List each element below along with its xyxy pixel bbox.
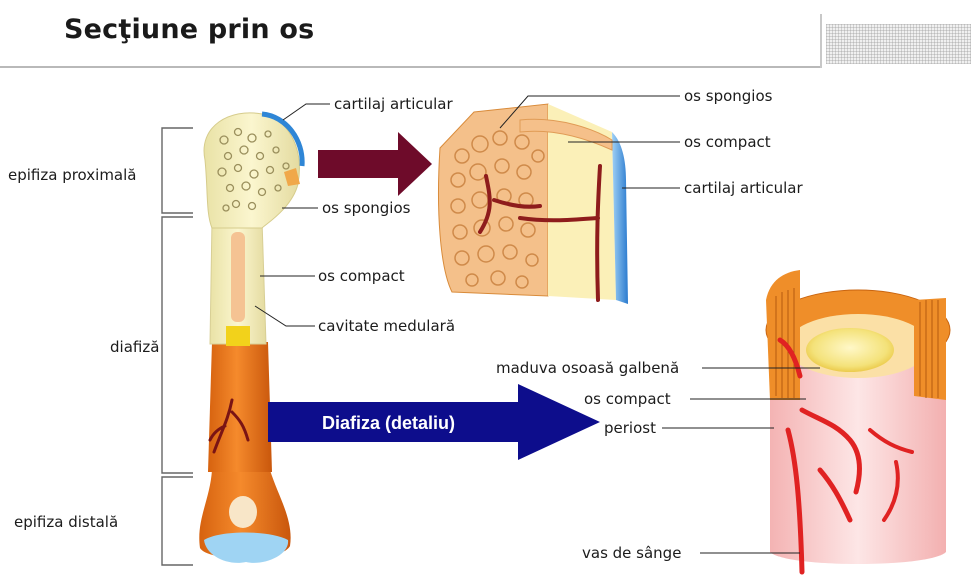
bracket-diafiza: [162, 217, 193, 473]
label-diafiza: diafiză: [110, 338, 159, 356]
spongy-detail: [439, 104, 629, 304]
arrow-label: Diafiza (detaliu): [322, 413, 455, 433]
label-cartilaj-articular-detail: cartilaj articular: [684, 179, 803, 197]
label-os-compact-diafiza: os compact: [584, 390, 671, 408]
distal-cartilage: [204, 533, 288, 563]
long-bone: [199, 113, 302, 563]
label-periost: periost: [604, 419, 656, 437]
label-vas-de-sange: vas de sânge: [582, 544, 681, 562]
label-cartilaj-articular-bone: cartilaj articular: [334, 95, 453, 113]
label-epifiza-proximala: epifiza proximală: [8, 166, 136, 184]
region-brackets: [162, 128, 193, 565]
label-epifiza-distala: epifiza distală: [14, 513, 118, 531]
label-maduva-osoasa: maduva osoasă galbenă: [496, 359, 679, 377]
label-os-compact-bone: os compact: [318, 267, 405, 285]
distal-joint-spot: [229, 496, 257, 528]
label-cavitate-medulara: cavitate medulară: [318, 317, 455, 335]
label-os-spongios-detail: os spongios: [684, 87, 773, 105]
yellow-marrow-detail: [806, 328, 894, 372]
label-os-compact-detail: os compact: [684, 133, 771, 151]
yellow-marrow-bone: [226, 326, 250, 346]
detail-arrow: [318, 132, 432, 196]
bracket-epifiza-distala: [162, 477, 193, 565]
diaphysis-periosteum: [208, 342, 272, 472]
bracket-epifiza-proximala: [162, 128, 193, 213]
medullary-cavity: [231, 232, 245, 322]
diaphysis-section: [766, 270, 950, 572]
label-os-spongios-bone: os spongios: [322, 199, 411, 217]
